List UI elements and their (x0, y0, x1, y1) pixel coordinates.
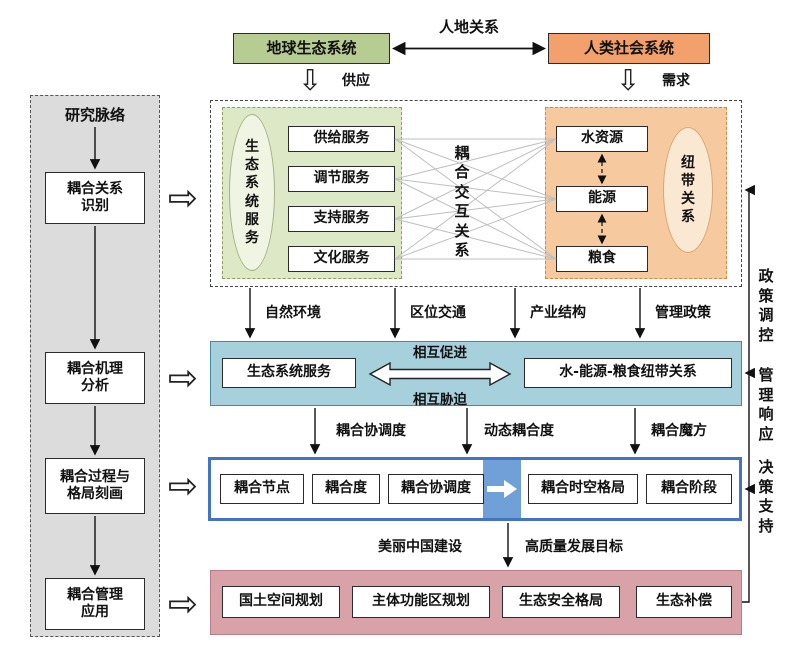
measure-label-coupling-cube: 耦合魔方 (651, 423, 707, 439)
mutual-promotion-label: 相互促进 (413, 344, 467, 361)
human-land-relation-label: 人地关系 (438, 17, 499, 36)
sidebar-item-coupling-process: 耦合过程与 格局刻画 (45, 458, 145, 514)
driver-label-industrial-structure: 产业结构 (530, 305, 586, 321)
ecosystem-services-ellipse-label: 生态系统服务 (244, 138, 259, 246)
sidebar-item-coupling-management: 耦合管理 应用 (45, 578, 145, 630)
supply-hollow-down-arrow-icon: ⇩ (297, 63, 323, 97)
resource-box-water: 水资源 (556, 126, 648, 152)
measure-label-dynamic-coupling: 动态耦合度 (484, 423, 554, 439)
feedback-label-management-response: 管理响应 (754, 362, 778, 448)
service-box-provisioning: 供给服务 (288, 126, 395, 152)
application-box-ecological-compensation: 生态补偿 (636, 586, 732, 618)
resource-box-food: 粮食 (556, 246, 648, 272)
demand-hollow-down-arrow-icon: ⇩ (615, 63, 641, 97)
resource-box-energy: 能源 (556, 186, 648, 212)
application-box-functional-zone-planning: 主体功能区规划 (352, 586, 490, 618)
feedback-label-policy-regulation: 政策调控 (754, 263, 778, 349)
mechanism-wef-nexus-box: 水-能源-粮食纽带关系 (524, 358, 732, 388)
mutual-double-arrow-icon (368, 359, 512, 389)
policy-regulation-text: 政策调控 (758, 267, 774, 344)
process-flow-arrow-icon (487, 480, 517, 498)
driver-label-management-policy: 管理政策 (655, 305, 711, 321)
service-box-supporting: 支持服务 (288, 206, 395, 232)
application-box-territorial-planning: 国土空间规划 (222, 586, 340, 618)
application-box-ecological-security: 生态安全格局 (502, 586, 620, 618)
goal-label-beautiful-china: 美丽中国建设 (378, 539, 462, 555)
earth-ecosystem-box: 地球生态系统 (233, 33, 390, 64)
service-box-regulating: 调节服务 (288, 166, 395, 192)
measure-label-coordination-degree: 耦合协调度 (336, 423, 406, 439)
process-box-coordination-degree: 耦合协调度 (388, 474, 484, 504)
process-box-spatiotemporal-pattern: 耦合时空格局 (528, 474, 638, 504)
coupling-interaction-label: 耦合交互关系 (447, 133, 477, 271)
hollow-right-arrow-icon: ⇨ (167, 465, 199, 507)
nexus-ellipse-label: 纽带关系 (680, 154, 695, 226)
driver-label-natural-environment: 自然环境 (265, 305, 321, 321)
goal-label-high-quality-development: 高质量发展目标 (525, 539, 623, 555)
research-outline-title: 研究脉络 (64, 105, 125, 124)
nexus-ellipse: 纽带关系 (663, 127, 713, 253)
service-box-cultural: 文化服务 (288, 246, 395, 272)
process-box-coupling-stage: 耦合阶段 (646, 474, 732, 504)
coupling-interaction-text: 耦合交互关系 (454, 143, 470, 260)
hollow-right-arrow-icon: ⇨ (167, 177, 199, 219)
sidebar-item-coupling-mechanism: 耦合机理 分析 (45, 352, 145, 404)
feedback-label-decision-support: 决策支持 (754, 454, 778, 540)
process-box-coupling-node: 耦合节点 (220, 474, 304, 504)
sidebar-item-coupling-identification: 耦合关系 识别 (45, 172, 145, 224)
human-society-box: 人类社会系统 (548, 33, 710, 64)
ecosystem-services-ellipse: 生态系统服务 (229, 114, 275, 271)
driver-label-location-transport: 区位交通 (410, 305, 466, 321)
decision-support-text: 决策支持 (758, 458, 774, 535)
hollow-right-arrow-icon: ⇨ (167, 357, 199, 399)
supply-label: 供应 (342, 73, 370, 89)
process-flow-band (483, 460, 521, 518)
mechanism-ecosystem-services-box: 生态系统服务 (222, 358, 356, 388)
hollow-right-arrow-icon: ⇨ (167, 583, 199, 625)
mutual-coercion-label: 相互胁迫 (413, 391, 467, 408)
process-box-coupling-degree: 耦合度 (312, 474, 380, 504)
management-response-text: 管理响应 (758, 366, 774, 443)
demand-label: 需求 (662, 73, 690, 89)
